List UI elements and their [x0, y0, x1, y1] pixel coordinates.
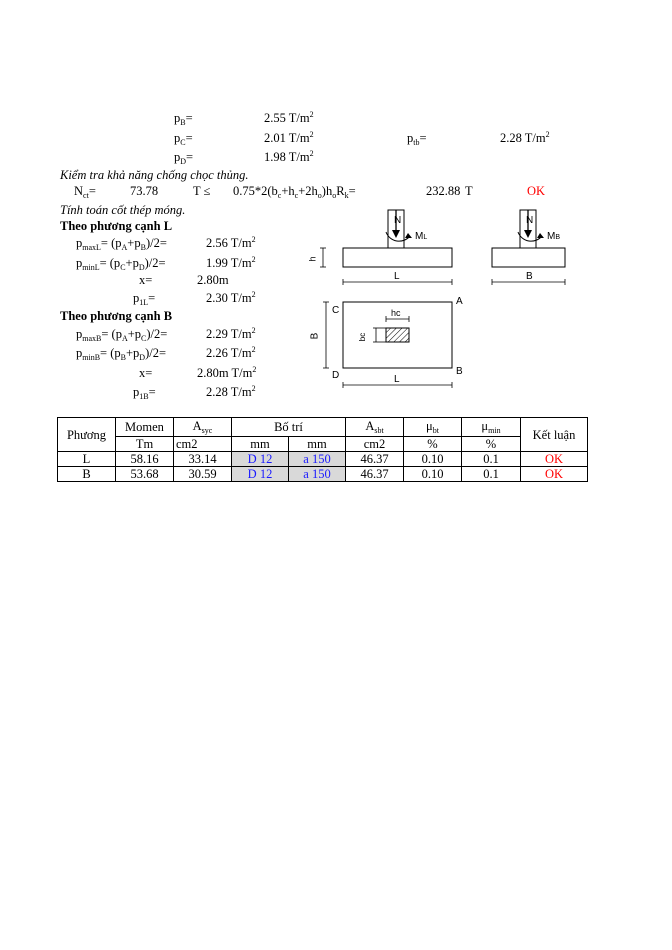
cell-momen: 58.16 [115, 451, 174, 467]
unit-d: mm [231, 436, 289, 452]
column-hatch [385, 327, 410, 343]
ptb-label: ptb= [407, 131, 427, 147]
cell-asbt: 46.37 [345, 451, 404, 467]
cell-a[interactable]: a 150 [288, 466, 346, 482]
t-le: T ≤ [193, 184, 211, 198]
side-B-heading: Theo phương cạnh B [60, 309, 173, 323]
diag-Bside: B [309, 332, 321, 340]
unit-asbt: cm2 [345, 436, 404, 452]
diag-C: C [332, 305, 340, 316]
cell-ketluan: OK [520, 451, 588, 467]
nct-label: Nct= [74, 184, 96, 200]
elevation-L [320, 209, 453, 285]
pmaxL-expr: pmaxL= (pA+pB)/2= [76, 236, 167, 252]
punching-result-unit: T [465, 184, 473, 198]
cell-asyc: 30.59 [173, 466, 232, 482]
unit-asyc: cm2 [173, 436, 232, 452]
diag-D: D [332, 370, 340, 381]
th-asbt: Asbt [345, 417, 404, 437]
cell-d[interactable]: D 12 [231, 451, 289, 467]
elevation-B [491, 209, 566, 285]
pC-label: pC= [174, 131, 193, 147]
table-row: B 53.68 30.59 D 12 a 150 46.37 0.10 0.1 … [57, 466, 588, 482]
cell-a[interactable]: a 150 [288, 451, 346, 467]
cell-asbt: 46.37 [345, 466, 404, 482]
table-row: L 58.16 33.14 D 12 a 150 46.37 0.10 0.1 … [57, 451, 588, 467]
cell-mubt: 0.10 [403, 451, 462, 467]
diag-ML: ML [415, 231, 428, 242]
diag-MB: MB [547, 231, 561, 242]
pminL-value: 1.99 T/m2 [206, 255, 256, 270]
diag-L2: L [394, 374, 400, 385]
th-mumin: μmin [461, 417, 521, 437]
pmaxB-expr: pmaxB= (pA+pC)/2= [76, 327, 168, 343]
diag-h: h [307, 256, 318, 262]
th-ketluan: Kết luận [520, 417, 588, 452]
pD-value: 1.98 T/m2 [264, 149, 314, 164]
unit-momen: Tm [115, 436, 174, 452]
p1L-value: 2.30 T/m2 [206, 290, 256, 305]
ptb-value: 2.28 T/m2 [500, 130, 550, 145]
pB-value: 2.55 T/m2 [264, 110, 314, 125]
pB-label: pB= [174, 111, 193, 127]
xB-label: x= [139, 366, 153, 380]
punching-heading: Kiểm tra khả năng chống chọc thủng. [60, 168, 249, 182]
pmaxL-value: 2.56 T/m2 [206, 235, 256, 250]
side-L-heading: Theo phương cạnh L [60, 219, 173, 233]
pD-label: pD= [174, 150, 194, 166]
xL-value: 2.80m [197, 273, 229, 287]
diag-B1: B [526, 271, 533, 282]
cell-mubt: 0.10 [403, 466, 462, 482]
diag-A: A [456, 296, 463, 307]
cell-mumin: 0.1 [461, 466, 521, 482]
th-mubt: μbt [403, 417, 462, 437]
moment-arc-L [385, 231, 411, 242]
th-botri: Bố trí [231, 417, 346, 437]
cell-momen: 53.68 [115, 466, 174, 482]
unit-a: mm [288, 436, 346, 452]
cell-phuong: B [57, 466, 116, 482]
diag-N-L: N [394, 215, 402, 226]
pminL-expr: pminL= (pC+pD)/2= [76, 256, 166, 272]
th-asyc: Asyc [173, 417, 232, 437]
punching-formula: 0.75*2(bc+hc+2ho)hoRk= [233, 184, 356, 200]
pminB-expr: pminB= (pB+pD)/2= [76, 346, 166, 362]
pC-value: 2.01 T/m2 [264, 130, 314, 145]
punching-status: OK [527, 184, 546, 198]
unit-mumin: % [461, 436, 521, 452]
diag-hc: hc [391, 308, 401, 318]
p1B-value: 2.28 T/m2 [206, 384, 256, 399]
diag-bc: bc [358, 332, 368, 342]
results-table: Phương Momen Asyc Bố trí Asbt μbt μmin K… [57, 417, 588, 482]
pminB-value: 2.26 T/m2 [206, 345, 256, 360]
nct-value: 73.78 [130, 184, 159, 198]
th-momen: Momen [115, 417, 174, 437]
diag-Bc: B [456, 366, 463, 377]
unit-mubt: % [403, 436, 462, 452]
xB-value: 2.80m T/m2 [197, 365, 257, 380]
pmaxB-value: 2.29 T/m2 [206, 326, 256, 341]
cell-d[interactable]: D 12 [231, 466, 289, 482]
xL-label: x= [139, 273, 153, 287]
cell-ketluan: OK [520, 466, 588, 482]
punching-result-value: 232.88 [426, 184, 461, 198]
th-phuong: Phương [57, 417, 116, 452]
p1L-label: p1L= [133, 291, 156, 307]
p1B-label: p1B= [133, 385, 156, 401]
reinforcement-heading: Tính toán cốt thép móng. [60, 203, 186, 217]
diag-N-B: N [526, 215, 534, 226]
diag-L1: L [394, 271, 400, 282]
cell-mumin: 0.1 [461, 451, 521, 467]
cell-phuong: L [57, 451, 116, 467]
cell-asyc: 33.14 [173, 451, 232, 467]
plan-view [323, 301, 453, 388]
